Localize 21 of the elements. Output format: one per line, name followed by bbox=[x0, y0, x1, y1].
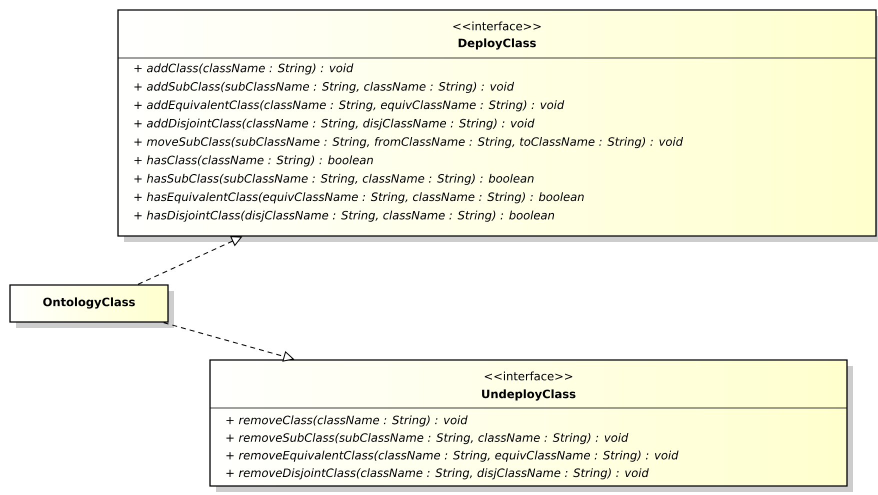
class-name: OntologyClass bbox=[43, 297, 135, 309]
method-signature: + addDisjointClass(className : String, disjClassName : String) : void bbox=[134, 118, 535, 130]
interface-box bbox=[209, 359, 853, 492]
interface-box bbox=[117, 9, 878, 242]
class-name: UndeployClass bbox=[482, 389, 576, 401]
method-signature: + hasSubClass(subClassName : String, className : String) : boolean bbox=[134, 174, 534, 185]
method-signature: + hasClass(className : String) : boolean bbox=[134, 155, 373, 167]
method-signature: + addClass(className : String) : void bbox=[134, 63, 354, 75]
method-signature: + addEquivalentClass(className : String, equivClassName : String) : void bbox=[134, 100, 564, 112]
method-signature: + addSubClass(subClassName : String, className : String) : void bbox=[134, 82, 514, 93]
method-signature: + removeEquivalentClass(className : String, equivClassName : String) : void bbox=[226, 450, 679, 462]
method-signature: + moveSubClass(subClassName : String, fromClassName : String, toClassName : String) : void bbox=[134, 137, 684, 148]
method-signature: + hasDisjointClass(disjClassName : String, className : String) : boolean bbox=[134, 210, 554, 222]
method-signature: + hasEquivalentClass(equivClassName : String, className : String) : boolean bbox=[134, 192, 584, 204]
method-signature: + removeSubClass(subClassName : String, className : String) : void bbox=[226, 433, 628, 444]
stereotype-label: <<interface>> bbox=[453, 22, 541, 30]
class-name: DeployClass bbox=[458, 38, 536, 50]
method-signature: + removeDisjointClass(className : String, disjClassName : String) : void bbox=[226, 468, 649, 480]
class-box bbox=[9, 284, 174, 328]
stereotype-label: <<interface>> bbox=[484, 372, 572, 380]
method-signature: + removeClass(className : String) : void bbox=[226, 415, 468, 427]
